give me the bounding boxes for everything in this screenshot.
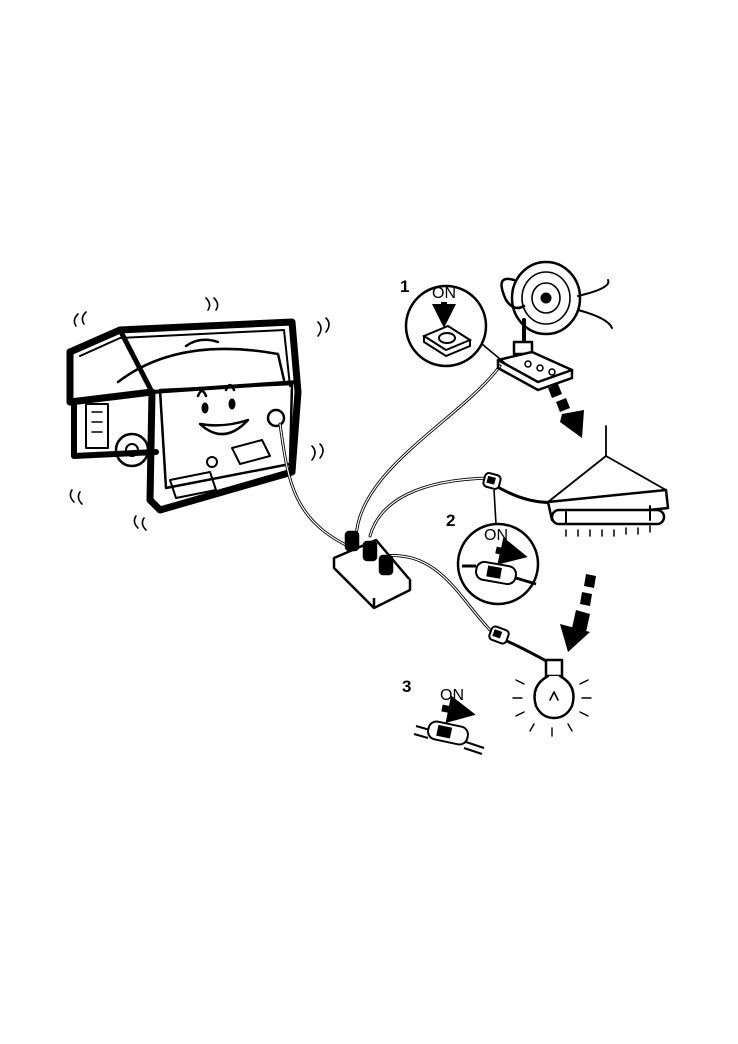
step-3-number: 3 [402, 677, 411, 696]
cable-switch-bulb [488, 625, 510, 644]
step-1-on-label: ON [432, 285, 456, 302]
inline-switch-icon [414, 720, 484, 754]
sequence-arrow-lamp-to-bulb [560, 574, 596, 652]
power-cables [280, 366, 560, 664]
light-bulb-icon [513, 660, 591, 736]
step-3-callout: 3 ON [402, 677, 484, 754]
slide-right-arrow [442, 708, 462, 712]
fan-icon [498, 262, 612, 390]
light-rays-lamp [566, 526, 650, 536]
generator-icon [70, 298, 329, 530]
fluorescent-lamp-icon [548, 426, 668, 536]
step-1-number: 1 [400, 277, 409, 296]
step-2-number: 2 [446, 511, 455, 530]
sequence-arrow-fan-to-lamp [548, 384, 584, 438]
power-strip-icon [334, 532, 410, 608]
slide-right-arrow [496, 550, 514, 554]
cable-switch-lamp [482, 472, 501, 490]
step-2-callout: 2 ON [446, 490, 538, 604]
step-2-on-label: ON [484, 527, 508, 544]
step-3-on-label: ON [440, 687, 464, 704]
step-1-callout: 1 ON [400, 277, 506, 366]
